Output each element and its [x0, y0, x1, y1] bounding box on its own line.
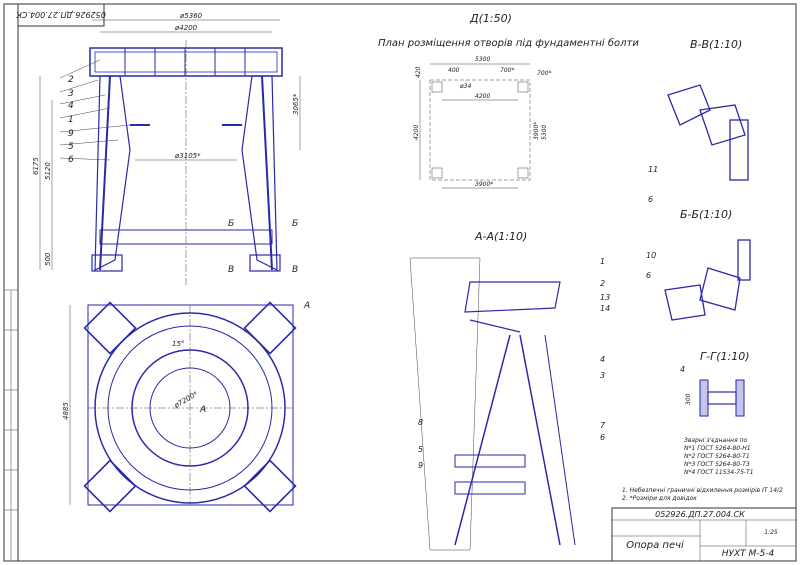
view-bb2	[664, 239, 751, 321]
weld-note-3: N*3 ГОСТ 5264-80-Т3	[684, 461, 750, 468]
view-aa-labels: А-А(1:10) 1 2 3 4 5 6 7 8 9 13 14	[418, 230, 610, 470]
title-block	[611, 507, 797, 562]
dim-6175: 6175	[32, 157, 40, 175]
bb-callout-6: 6	[648, 195, 653, 204]
dim-3065: 3065*	[292, 93, 300, 115]
stamp-title: Опора печі	[626, 539, 684, 551]
callout-5: 5	[68, 142, 74, 152]
outer-frame	[3, 3, 797, 562]
title-block-labels: 052926.ДП.27.004.СК Опора печі 1:25 НУХТ…	[626, 510, 778, 559]
dim-5120: 5120	[44, 162, 52, 180]
dim-4885: 4885	[62, 402, 70, 420]
cut-v-right: В	[292, 265, 298, 275]
cut-b-right: Б	[292, 219, 298, 229]
view-bb-title: В-В(1:10)	[690, 38, 742, 51]
aa-callout-2: 2	[600, 279, 605, 288]
view-aa	[409, 257, 576, 551]
cut-a-top: А	[303, 301, 310, 311]
view-gg-title: Г-Г(1:10)	[700, 350, 750, 363]
top-code-box	[17, 3, 105, 27]
callout-9: 9	[68, 129, 74, 139]
aa-callout-14: 14	[600, 304, 610, 313]
view-d-subtitle: План розміщення отворів під фундаментні …	[378, 37, 639, 49]
aa-callout-5: 5	[418, 445, 423, 454]
d-dim-700a: 700*	[500, 67, 514, 74]
callout-3: 3	[68, 89, 74, 99]
aa-callout-6: 6	[600, 433, 605, 442]
aa-callout-7: 7	[600, 421, 606, 430]
d-dim-d34: ø34	[459, 83, 471, 90]
d-dim-5300: 5300	[475, 56, 490, 63]
d-dim-420: 420	[415, 66, 422, 78]
weld-note-1: N*1 ГОСТ 5264-80-Н1	[684, 445, 751, 452]
stamp-code: 052926.ДП.27.004.СК	[655, 510, 745, 519]
dim-500: 500	[44, 252, 52, 266]
d-dim-3900: 3900*	[475, 181, 493, 188]
cut-v-left: В	[228, 265, 234, 275]
dim-d3105: ø3105*	[174, 152, 201, 160]
front-view	[39, 19, 301, 285]
side-strip	[4, 289, 18, 561]
aa-callout-8: 8	[418, 418, 423, 427]
weld-note-4: N*4 ГОСТ 11534-75-Т1	[684, 469, 754, 476]
d-dim-4200v: 4200	[413, 125, 420, 140]
callout-4: 4	[68, 101, 74, 111]
top-code-text: 052926.ДП.27.004.СК	[16, 10, 106, 19]
callout-1: 1	[68, 115, 74, 125]
view-d-title: Д(1:50)	[469, 12, 512, 25]
view-aa-title: А-А(1:10)	[474, 230, 527, 243]
dim-d5360: ø5360	[179, 12, 203, 20]
dim-d7200: ø7200*	[172, 390, 199, 410]
bb-callout-11: 11	[648, 165, 658, 174]
dim-d4200: ø4200	[174, 24, 198, 32]
d-dim-400: 400	[448, 67, 460, 74]
gg-dim-300: 300	[685, 393, 692, 405]
d-dim-4200: 4200	[475, 93, 490, 100]
view-bb2-labels: Б-Б(1:10) 10 6	[646, 208, 732, 280]
stamp-scale: 1:25	[764, 529, 778, 536]
view-d	[419, 63, 531, 189]
view-bb-labels: В-В(1:10) 11 6	[648, 38, 742, 204]
tech-notes: 1. Небезпечні граничні відхилення розмір…	[622, 487, 783, 502]
bb2-callout-6: 6	[646, 271, 651, 280]
d-dim-3900v: 3900*	[533, 122, 540, 140]
view-gg-labels: Г-Г(1:10) 4 300	[680, 350, 750, 405]
d-dim-5300v: 5300	[541, 125, 548, 140]
aa-callout-3: 3	[600, 371, 605, 380]
bb2-callout-10: 10	[646, 251, 656, 260]
stamp-org: НУХТ М-5-4	[722, 549, 775, 559]
view-gg	[699, 379, 745, 417]
weld-notes: Зварні з'єднання по N*1 ГОСТ 5264-80-Н1 …	[684, 437, 754, 476]
gg-callout-4: 4	[680, 365, 685, 374]
d-dim-700b: 700*	[537, 70, 551, 77]
cut-a-center: А	[199, 405, 206, 415]
tech-note-0: 1. Небезпечні граничні відхилення розмір…	[622, 487, 783, 494]
top-view	[69, 301, 297, 513]
weld-note-0: Зварні з'єднання по	[684, 437, 748, 444]
aa-callout-9: 9	[418, 461, 423, 470]
aa-callout-1: 1	[600, 257, 605, 266]
aa-callout-13: 13	[600, 293, 610, 302]
view-bb2-title: Б-Б(1:10)	[680, 208, 732, 221]
callout-2: 2	[68, 75, 74, 85]
callout-6: 6	[68, 155, 74, 165]
dim-15deg: 15°	[172, 340, 184, 348]
tech-note-1: 2. *Розміри для довідок	[622, 495, 697, 502]
cut-b-left: Б	[228, 219, 234, 229]
view-d-labels: Д(1:50) План розміщення отворів під фунд…	[378, 12, 639, 188]
view-bb	[667, 84, 749, 181]
weld-note-2: N*2 ГОСТ 5264-80-Т1	[684, 453, 750, 460]
aa-callout-4: 4	[600, 355, 605, 364]
inner-frame	[17, 3, 797, 562]
front-view-labels: ø5360 ø4200 6175 5120 500 3065* ø3105* 2…	[32, 12, 300, 275]
